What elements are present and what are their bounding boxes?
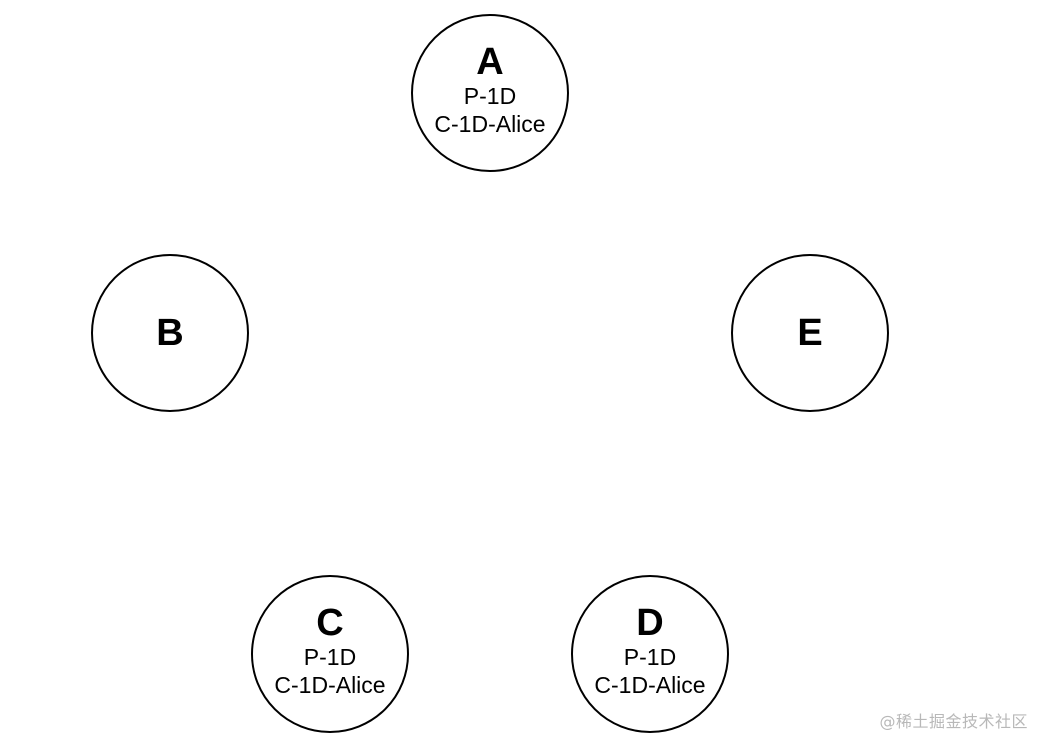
- node-e: E: [731, 254, 889, 412]
- node-e-title: E: [797, 312, 823, 354]
- node-a-line1: P-1D: [463, 83, 517, 109]
- node-d-line2: C-1D-Alice: [594, 672, 706, 698]
- node-c-line1: P-1D: [303, 644, 357, 670]
- node-c-title: C: [316, 602, 344, 644]
- node-c: C P-1D C-1D-Alice: [251, 575, 409, 733]
- node-a-title: A: [476, 41, 504, 83]
- node-d-line1: P-1D: [623, 644, 677, 670]
- node-d-title: D: [636, 602, 664, 644]
- node-a-line2: C-1D-Alice: [434, 111, 546, 137]
- node-a: A P-1D C-1D-Alice: [411, 14, 569, 172]
- node-b-title: B: [156, 312, 184, 354]
- node-c-line2: C-1D-Alice: [274, 672, 386, 698]
- watermark: @稀土掘金技术社区: [879, 712, 1028, 731]
- node-b: B: [91, 254, 249, 412]
- node-d: D P-1D C-1D-Alice: [571, 575, 729, 733]
